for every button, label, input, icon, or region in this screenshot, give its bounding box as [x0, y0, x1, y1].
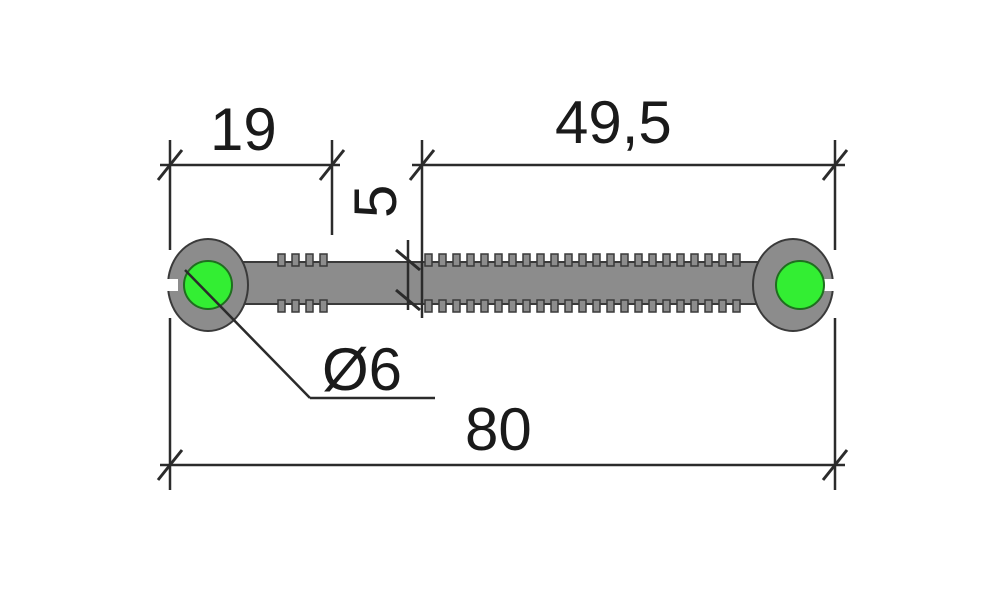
rib-top	[291, 253, 300, 267]
rib-top	[606, 253, 615, 267]
dimension-labels: 19 49,5 5 Ø6 80	[210, 89, 672, 463]
rib-bottom	[291, 299, 300, 313]
rib-bottom	[676, 299, 685, 313]
label-diameter: Ø6	[322, 336, 402, 403]
tick-80-left	[156, 449, 184, 481]
tick-5-bottom	[395, 288, 421, 312]
rib-top	[564, 253, 573, 267]
label-5: 5	[342, 185, 409, 218]
rib-top	[522, 253, 531, 267]
label-49-5: 49,5	[555, 89, 672, 156]
rib-bottom	[606, 299, 615, 313]
rib-top	[319, 253, 328, 267]
profile-ribs	[277, 253, 741, 313]
rib-bottom	[536, 299, 545, 313]
diameter-leader-diagonal	[184, 269, 311, 399]
profile-web	[214, 261, 786, 305]
rib-top	[452, 253, 461, 267]
rib-top	[704, 253, 713, 267]
tick-80-right	[821, 449, 849, 481]
rib-bottom	[508, 299, 517, 313]
rib-bottom	[452, 299, 461, 313]
left-green-bulb	[183, 260, 233, 310]
rib-bottom	[277, 299, 286, 313]
rib-bottom	[648, 299, 657, 313]
rib-top	[634, 253, 643, 267]
rib-bottom	[578, 299, 587, 313]
rib-bottom	[550, 299, 559, 313]
rib-bottom	[466, 299, 475, 313]
rib-bottom	[424, 299, 433, 313]
rib-top	[494, 253, 503, 267]
rib-bottom	[564, 299, 573, 313]
tick-19-right	[318, 149, 346, 181]
rib-top	[424, 253, 433, 267]
left-bulb-notch	[164, 279, 178, 291]
label-19: 19	[210, 96, 277, 163]
rib-top	[662, 253, 671, 267]
rib-top	[508, 253, 517, 267]
right-bulb-notch	[822, 279, 836, 291]
label-80: 80	[465, 396, 532, 463]
rib-bottom	[718, 299, 727, 313]
rib-bottom	[690, 299, 699, 313]
rib-top	[466, 253, 475, 267]
rib-bottom	[438, 299, 447, 313]
rib-bottom	[634, 299, 643, 313]
rib-top	[648, 253, 657, 267]
rib-top	[676, 253, 685, 267]
rib-top	[690, 253, 699, 267]
rib-bottom	[494, 299, 503, 313]
rib-bottom	[480, 299, 489, 313]
rib-top	[480, 253, 489, 267]
rib-bottom	[592, 299, 601, 313]
tick-5-top	[395, 248, 421, 272]
tick-19-left	[156, 149, 184, 181]
tick-49-5-left	[408, 149, 436, 181]
rib-top	[578, 253, 587, 267]
rib-bottom	[305, 299, 314, 313]
rib-top	[732, 253, 741, 267]
profile-body	[164, 238, 836, 332]
rib-top	[550, 253, 559, 267]
rib-bottom	[662, 299, 671, 313]
tick-49-5-right	[821, 149, 849, 181]
rib-top	[438, 253, 447, 267]
rib-bottom	[732, 299, 741, 313]
rib-bottom	[704, 299, 713, 313]
rib-bottom	[319, 299, 328, 313]
rib-top	[305, 253, 314, 267]
rib-top	[277, 253, 286, 267]
rib-top	[536, 253, 545, 267]
rib-top	[718, 253, 727, 267]
rib-bottom	[522, 299, 531, 313]
rib-top	[592, 253, 601, 267]
dimension-lines	[156, 140, 849, 490]
rib-top	[620, 253, 629, 267]
right-green-bulb	[775, 260, 825, 310]
rib-bottom	[620, 299, 629, 313]
